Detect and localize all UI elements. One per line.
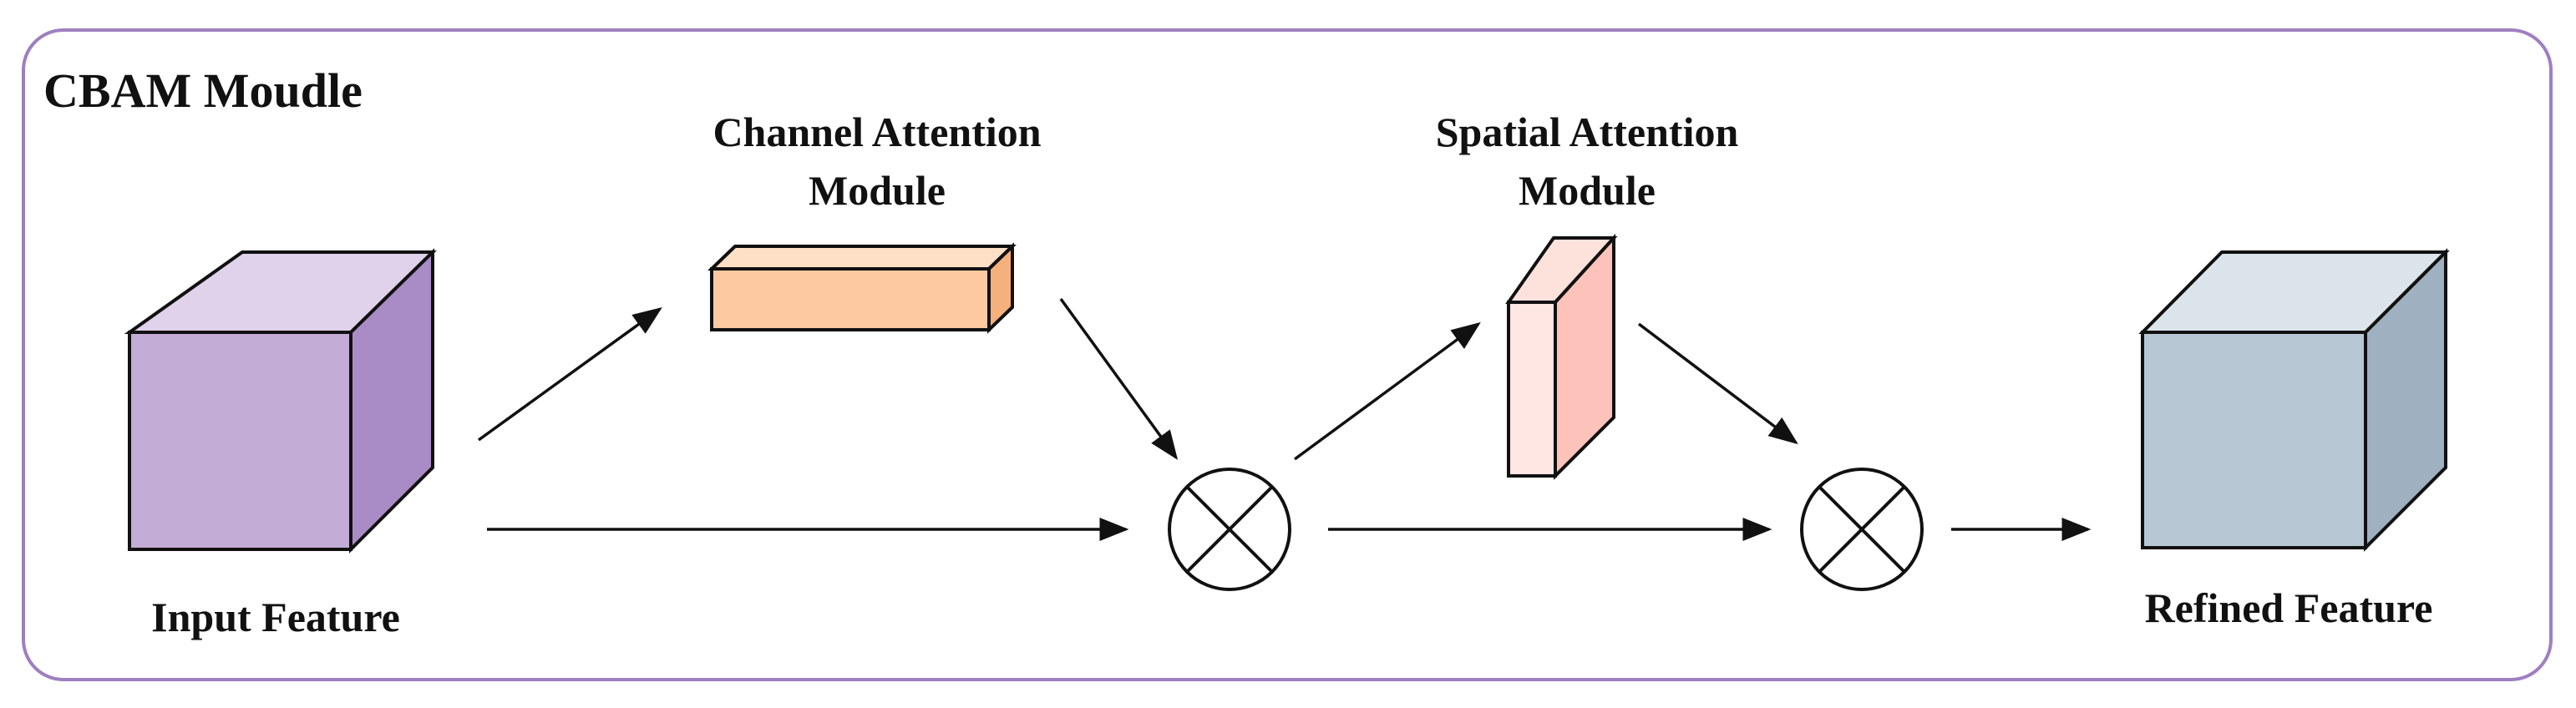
refined-cube-front <box>2141 331 2367 549</box>
input-feature-label: Input Feature <box>151 594 400 640</box>
arrow-input-to-channel <box>477 306 662 442</box>
diagram-title: CBAM Moudle <box>43 63 363 118</box>
spatial-attention-label-line2: Module <box>1519 167 1656 214</box>
input-feature-cube <box>124 248 437 554</box>
channel-attention-label-line2: Module <box>809 167 946 214</box>
channel-attention-label-line1: Channel Attention <box>712 109 1041 155</box>
spatial-attention-label-line1: Spatial Attention <box>1436 109 1739 155</box>
refined-feature-cube <box>2138 248 2450 552</box>
spatial-attention-block <box>1505 233 1618 480</box>
refined-feature-label: Refined Feature <box>2145 584 2433 631</box>
channel-block-top <box>707 245 1017 271</box>
channel-attention-block <box>707 242 1017 334</box>
channel-block-front <box>710 267 991 331</box>
input-cube-front <box>128 331 352 551</box>
arrow-spatial-to-multiply-2 <box>1637 322 1798 445</box>
arrow-multiply-1-to-spatial <box>1293 321 1481 461</box>
arrow-channel-to-multiply-1 <box>1059 297 1179 460</box>
multiply-operator-1 <box>1168 468 1291 591</box>
spatial-block-front <box>1507 301 1557 478</box>
multiply-operator-2 <box>1800 468 1924 591</box>
